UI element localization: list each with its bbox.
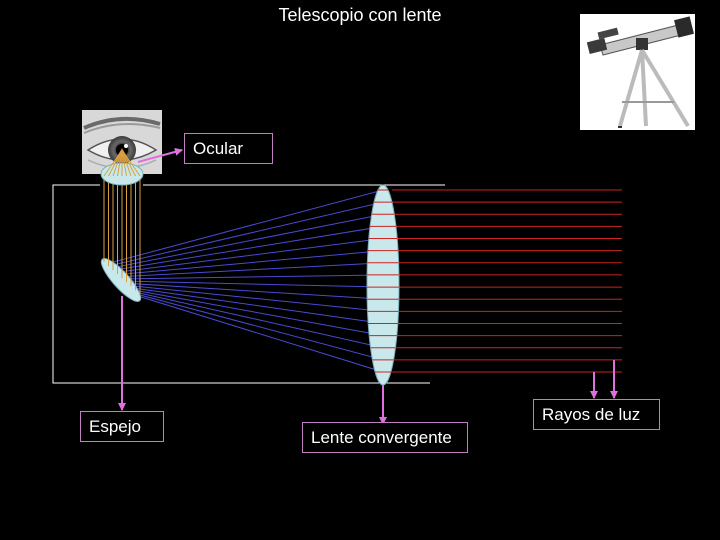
converging-ray [119,263,383,277]
espejo-label: Espejo [80,411,164,442]
converging-ray [134,292,383,348]
telescope-photo-icon [580,14,695,130]
converging-ray [121,275,383,279]
lente-convergente-label: Lente convergente [302,422,468,453]
converging-ray [110,214,383,268]
converging-lens [367,185,399,385]
converging-ray [123,281,383,287]
ocular-label: Ocular [184,133,273,164]
converging-ray [106,190,383,264]
converging-ray [127,285,383,311]
converging-ray [136,294,383,360]
converging-ray [108,202,383,266]
incoming-light-rays [392,190,622,372]
converging-light-rays [106,190,383,372]
converging-ray [125,283,383,299]
converging-ray [117,251,383,275]
converging-ray [112,226,383,270]
rayos-de-luz-label: Rayos de luz [533,399,660,430]
page-title: Telescopio con lente [0,5,720,26]
